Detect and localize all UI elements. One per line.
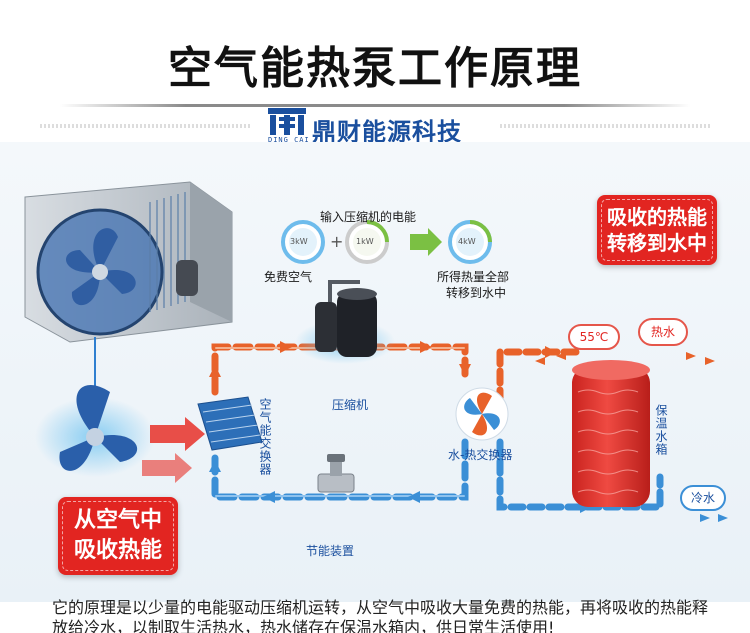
air-exchanger-label: 空气能交换器 [258, 398, 272, 476]
tank-label: 保温水箱 [654, 404, 668, 456]
water-tank [572, 360, 650, 507]
expansion-valve-label: 节能装置 [306, 544, 355, 558]
temp-bubble: 55℃ [568, 324, 620, 350]
result-value: 4kW [458, 237, 476, 246]
water-exchanger-label: 水-热交换器 [448, 448, 513, 462]
absorb-callout-border [601, 199, 713, 261]
cold-arrows [700, 514, 728, 522]
page-title: 空气能热泵工作原理 [168, 43, 582, 94]
compressor [295, 280, 395, 364]
result-label-line1: 所得热量全部 [437, 270, 510, 284]
result-label-line2: 转移到水中 [446, 286, 507, 300]
electric-value: 1kW [356, 237, 374, 246]
hot-water-bubble: 热水 [638, 318, 688, 346]
brand: DING CAI 鼎财能源科技 [262, 106, 502, 146]
outdoor-unit [24, 181, 233, 343]
absorb-callout-line1: 吸收的热能 [607, 205, 707, 229]
diagram-graphics [24, 181, 728, 522]
air-exchanger [197, 396, 263, 451]
fine-print-left [40, 124, 250, 128]
heat-emission-arrows [535, 352, 715, 365]
brand-name: 鼎财能源科技 [312, 118, 462, 146]
free-air-label: 免费空气 [264, 270, 313, 284]
fine-print-right [500, 124, 710, 128]
air-fan [35, 384, 155, 477]
brand-logo-icon [268, 108, 306, 135]
description: 它的原理是以少量的电能驱动压缩机运转，从空气中吸收大量免费的热能，再将吸收的热能… [52, 598, 709, 633]
water-heat-exchanger [455, 387, 509, 441]
air-callout-line2: 吸收热能 [73, 538, 162, 563]
title-divider [60, 104, 690, 107]
compressor-label: 压缩机 [332, 398, 369, 412]
brand-sub: DING CAI [268, 136, 310, 144]
expansion-valve [317, 454, 355, 493]
air-callout: 从空气中 吸收热能 [58, 497, 178, 575]
air-callout-line1: 从空气中 [73, 508, 162, 533]
free-air-value: 3kW [290, 237, 308, 246]
equation-top-label: 输入压缩机的电能 [320, 210, 417, 224]
flow-arrows [209, 341, 471, 503]
heat-arrows [142, 417, 205, 483]
air-callout-border [62, 501, 174, 571]
cold-water-bubble: 冷水 [680, 485, 726, 511]
equation-graphics [281, 220, 492, 264]
plus-sign: + [330, 232, 344, 251]
absorb-callout: 吸收的热能 转移到水中 [597, 195, 717, 265]
absorb-callout-line2: 转移到水中 [607, 231, 707, 255]
